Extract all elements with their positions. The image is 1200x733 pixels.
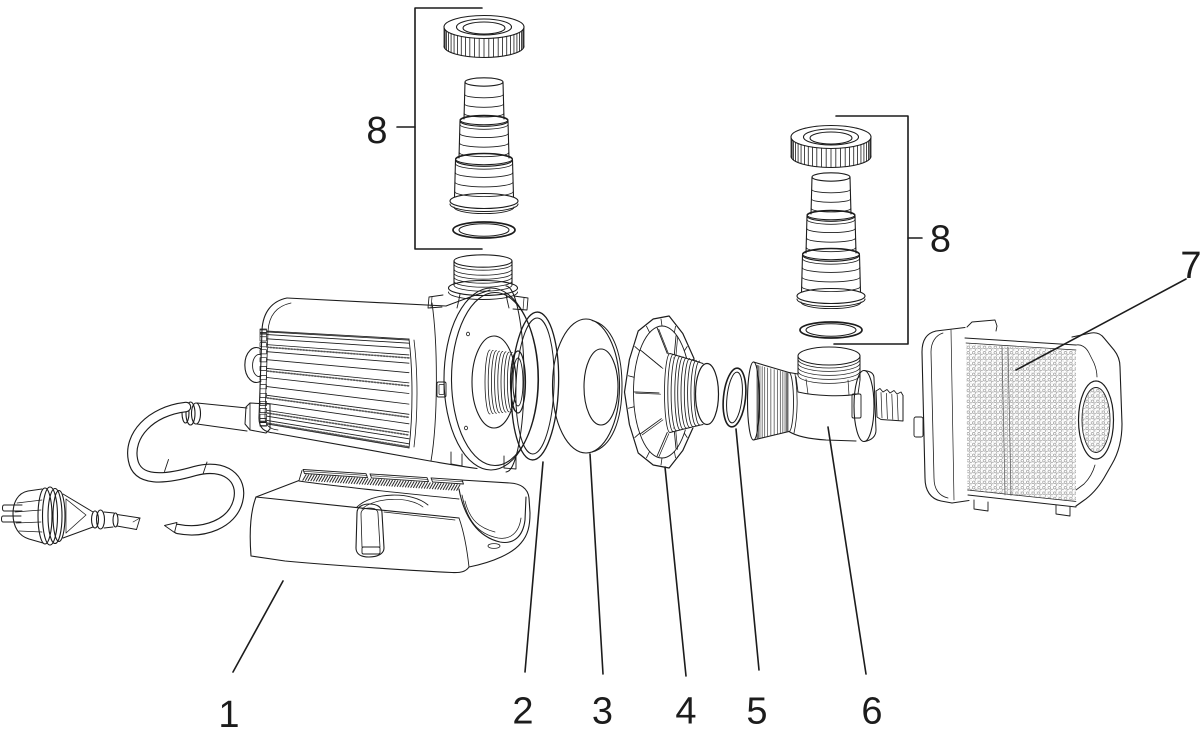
foam-ring [551,318,623,454]
part-label-4: 4 [675,691,696,733]
o-ring-small [722,367,747,428]
part-label-8-left: 8 [366,110,387,152]
leader-lines [232,278,1187,677]
part-label-2: 2 [512,691,533,733]
part-label-1: 1 [218,694,239,733]
pump-unit-with-base [1,254,540,574]
part-label-3: 3 [592,691,613,733]
connection-valve [746,346,904,443]
label-bracket-8-right [833,115,923,345]
hose-connector-set-right [790,124,872,339]
part-label-5: 5 [746,691,767,733]
o-ring-large [510,311,560,461]
hose-connector-set-left [443,14,525,239]
label-bracket-8-left [396,7,483,250]
part-label-8-right: 8 [930,219,951,261]
strainer-cage [913,319,1123,517]
part-labels: 1 2 3 4 5 6 7 8 8 [218,110,1200,733]
impeller-cover [623,315,720,469]
part-label-7: 7 [1180,245,1200,287]
part-label-6: 6 [861,691,882,733]
